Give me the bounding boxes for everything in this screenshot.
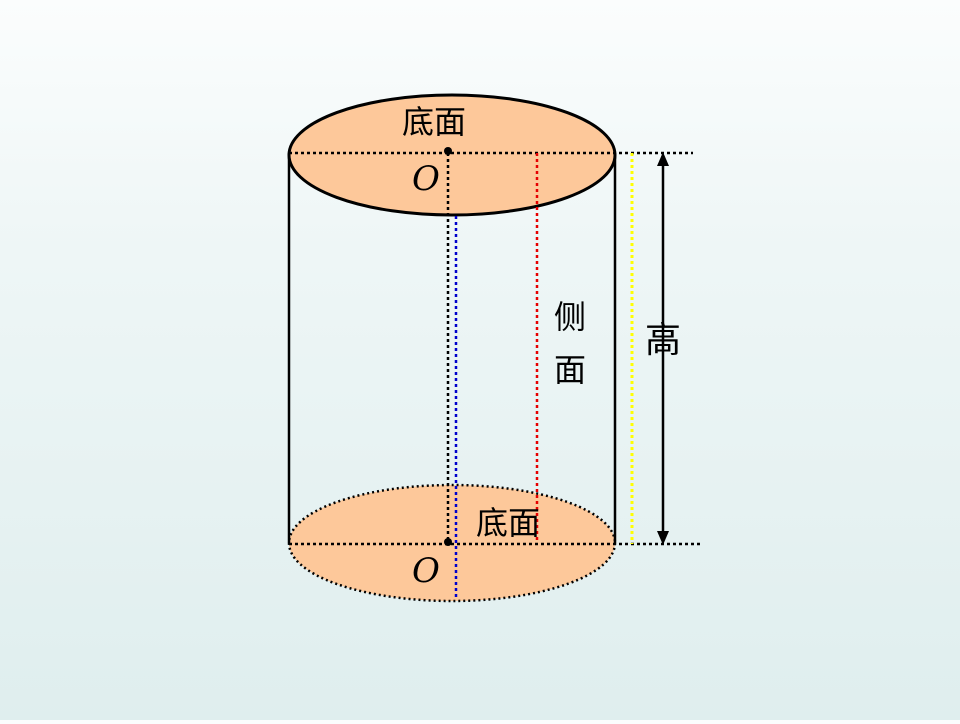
height-arrow-bottom-head	[657, 531, 669, 545]
lateral-label-char-2: 面	[554, 351, 586, 389]
top-base-label: 底面	[402, 103, 466, 141]
bottom-center-point	[444, 538, 452, 546]
height-arrow-top-head	[657, 152, 669, 166]
top-center-point	[444, 147, 452, 155]
top-center-label: O	[412, 159, 440, 199]
bottom-base-label: 底面	[476, 504, 540, 542]
lateral-label-char-1: 侧	[554, 298, 586, 336]
top-base	[287, 93, 617, 217]
height-label: 高	[645, 320, 681, 361]
bottom-center-label: O	[412, 551, 440, 591]
